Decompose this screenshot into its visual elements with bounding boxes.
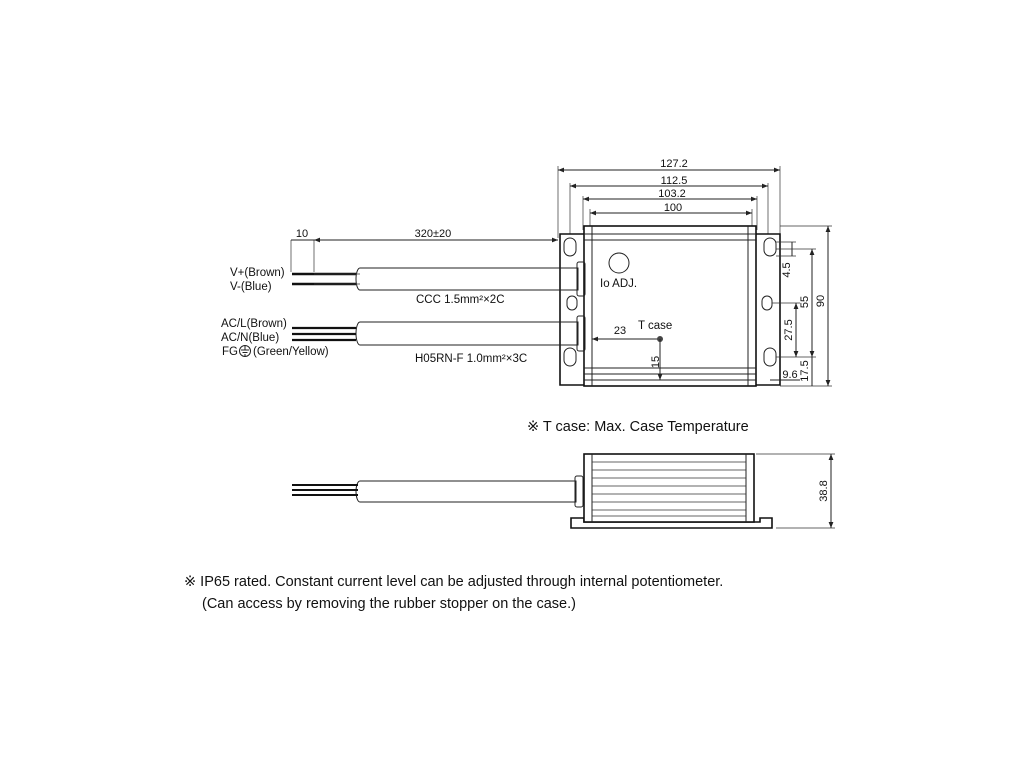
- potentiometer-stopper-icon: [608, 252, 630, 274]
- dim-slot-width: 4.5: [781, 262, 793, 277]
- dim-overall-length: 127.2: [660, 158, 688, 170]
- dim-wire-strip: 10: [296, 228, 308, 240]
- output-pos-label: V+(Brown): [230, 267, 285, 279]
- side-view: 38.8: [292, 453, 835, 529]
- dim-mount-hole-spacing: 100: [664, 202, 682, 214]
- dim-cable-length: 320±20: [415, 228, 452, 240]
- case-body: [583, 225, 757, 387]
- output-cable-spec: CCC 1.5mm²×2C: [416, 294, 505, 306]
- horizontal-dimensions: 127.2 112.5 103.2 100: [557, 158, 781, 238]
- dim-tcase-y: 15: [650, 356, 662, 368]
- ground-icon: [239, 345, 251, 357]
- dim-flange-length: 112.5: [661, 175, 688, 187]
- dim-overall-width: 90: [815, 295, 827, 307]
- input-cable-spec: H05RN-F 1.0mm²×3C: [415, 353, 527, 365]
- input-fg-label: FG: [222, 346, 238, 358]
- output-cable: V+(Brown) V-(Blue) CCC 1.5mm²×2C: [230, 261, 586, 306]
- ip-note-line1: ※ IP65 rated. Constant current level can…: [184, 574, 723, 590]
- output-neg-label: V-(Blue): [230, 281, 272, 293]
- dim-hole-spacing-v: 55: [799, 296, 811, 308]
- cable-dimensions: 10 320±20: [290, 228, 558, 272]
- dim-hole-to-edge: 9.6: [782, 369, 797, 381]
- dim-hole-to-center: 27.5: [783, 319, 795, 340]
- ip-note-line2: (Can access by removing the rubber stopp…: [202, 596, 576, 612]
- dim-case-length: 103.2: [658, 188, 686, 200]
- dim-height: 38.8: [818, 480, 830, 501]
- input-n-label: AC/N(Blue): [221, 332, 279, 344]
- dim-tcase-x: 23: [614, 325, 626, 337]
- top-view: 127.2 112.5 103.2 100 10 320±20: [221, 158, 832, 387]
- input-l-label: AC/L(Brown): [221, 318, 287, 330]
- tcase-label: T case: [638, 320, 672, 332]
- dim-hole-to-bottom: 17.5: [799, 360, 811, 381]
- tcase-note: ※ T case: Max. Case Temperature: [527, 419, 749, 435]
- io-adj-label: Io ADJ.: [600, 278, 637, 290]
- vertical-dimensions: 4.5 55 27.5 90 17.5 9.6: [770, 225, 832, 387]
- side-case-body: [583, 453, 755, 523]
- input-cable: AC/L(Brown) AC/N(Blue) FG (Green/Yellow)…: [221, 315, 586, 365]
- tcase-marker: T case 23 15: [592, 320, 672, 380]
- input-fg-color-label: (Green/Yellow): [253, 346, 329, 358]
